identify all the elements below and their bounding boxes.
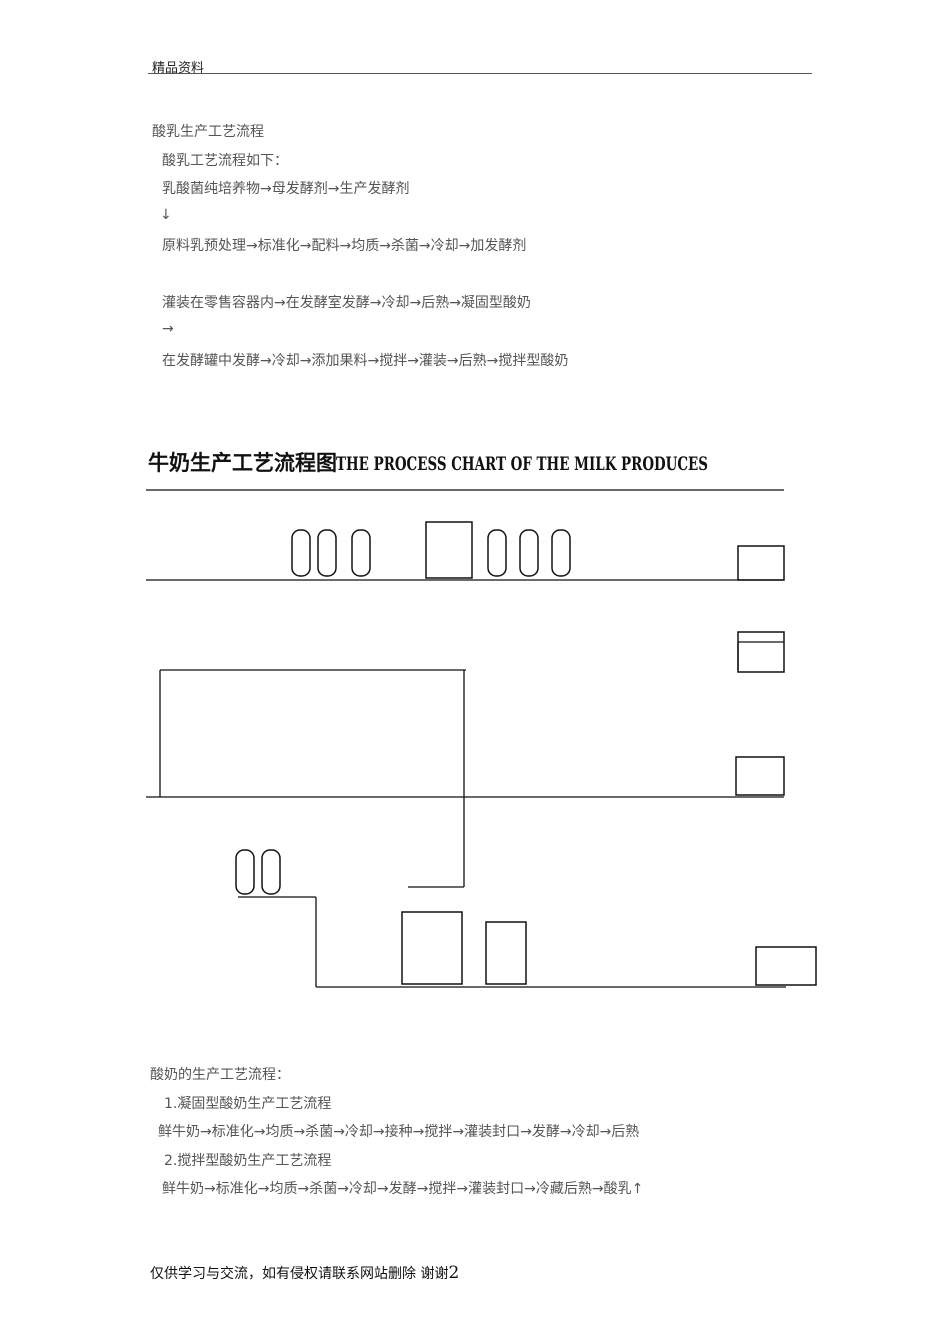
stirred-yogurt-steps: 鲜牛奶→标准化→均质→杀菌→冷却→发酵→搅拌→灌装封口→冷藏后熟→酸乳↑ — [162, 1181, 644, 1197]
page-footer: 仅供学习与交流，如有侵权请联系网站删除 谢谢2 — [150, 1263, 459, 1283]
header-rule — [148, 73, 812, 74]
diagram-lines — [146, 489, 786, 988]
storage-tanks — [235, 529, 571, 895]
section-title: 酸乳生产工艺流程 — [152, 124, 264, 140]
footer-disclaimer: 仅供学习与交流，如有侵权请联系网站删除 谢谢 — [150, 1266, 449, 1282]
flow-arrow-right: → — [162, 321, 174, 337]
flow-line-set-yogurt: 灌装在零售容器内→在发酵室发酵→冷却→后熟→凝固型酸奶 — [162, 295, 531, 311]
page-header-label: 精品资料 — [152, 61, 205, 76]
flow-arrow-down: ↓ — [160, 207, 172, 223]
diagram-title-en: THE PROCESS CHART OF THE MILK PRODUCES — [336, 453, 708, 475]
diagram-title-cn: 牛奶生产工艺流程图 — [148, 451, 337, 475]
set-yogurt-title: 1.凝固型酸奶生产工艺流程 — [164, 1096, 332, 1112]
page-number: 2 — [448, 1263, 460, 1283]
flow-line-pretreatment: 原料乳预处理→标准化→配料→均质→杀菌→冷却→加发酵剂 — [162, 238, 527, 254]
yogurt-section-title: 酸奶的生产工艺流程： — [150, 1067, 290, 1083]
section-subtitle: 酸乳工艺流程如下： — [162, 153, 288, 169]
flow-line-stirred-yogurt: 在发酵罐中发酵→冷却→添加果料→搅拌→灌装→后熟→搅拌型酸奶 — [162, 353, 569, 369]
flow-line-culture: 乳酸菌纯培养物→母发酵剂→生产发酵剂 — [162, 181, 410, 197]
process-units — [401, 521, 817, 986]
set-yogurt-steps: 鲜牛奶→标准化→均质→杀菌→冷却→接种→搅拌→灌装封口→发酵→冷却→后熟 — [158, 1124, 640, 1140]
stirred-yogurt-title: 2.搅拌型酸奶生产工艺流程 — [164, 1153, 332, 1169]
milk-process-diagram: 牛奶生产工艺流程图 THE PROCESS CHART OF THE MILK … — [146, 451, 817, 988]
